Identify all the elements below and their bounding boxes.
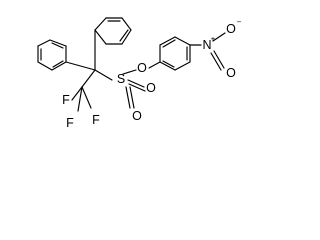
bond	[71, 86, 83, 101]
bond	[212, 32, 226, 42]
bond	[121, 29, 132, 45]
bond	[122, 69, 137, 75]
bond	[159, 61, 176, 71]
bond	[51, 61, 67, 71]
bond	[162, 60, 175, 68]
bond	[213, 50, 225, 69]
bond	[37, 61, 53, 71]
bond	[51, 42, 64, 49]
atom-label-nitrogen: N	[202, 38, 211, 52]
atom-charge-minus: −	[237, 18, 242, 27]
bonds	[37, 17, 226, 112]
bond	[127, 79, 145, 88]
bond	[65, 61, 96, 71]
bond	[121, 17, 132, 31]
atom-label-sulfonyl-oxygen: O	[146, 81, 156, 95]
atom-label-fluorine: F	[92, 113, 100, 127]
atom-label-nitro-oxygen: O	[226, 22, 236, 36]
atom-label-fluorine: F	[66, 116, 74, 130]
bond	[148, 61, 161, 69]
bond	[94, 29, 107, 45]
bond	[159, 36, 176, 46]
bond	[128, 83, 146, 92]
bond	[94, 69, 113, 81]
atom-label-ester-oxygen: O	[137, 61, 147, 75]
atom-label-nitro-oxygen: O	[226, 66, 236, 80]
bond	[174, 61, 191, 71]
atom-label-sulfonyl-oxygen: O	[132, 109, 142, 123]
bond	[81, 86, 92, 109]
bond	[119, 29, 129, 42]
bond	[162, 39, 176, 48]
bond	[52, 60, 64, 68]
molecule-structure: F F F S O O O N + O − O	[37, 17, 242, 131]
bond	[174, 36, 191, 46]
bond	[49, 39, 67, 47]
atom-label-fluorine: F	[62, 93, 70, 107]
atom-charge-plus: +	[211, 35, 216, 44]
bond	[81, 69, 96, 88]
atom-labels: F F F S O O O N + O − O	[62, 18, 241, 131]
bond	[77, 86, 83, 112]
bond	[129, 86, 135, 109]
bond	[210, 52, 222, 71]
bond	[94, 17, 107, 31]
bond	[37, 39, 51, 47]
atom-label-sulfur: S	[117, 72, 125, 86]
bond	[125, 86, 131, 109]
